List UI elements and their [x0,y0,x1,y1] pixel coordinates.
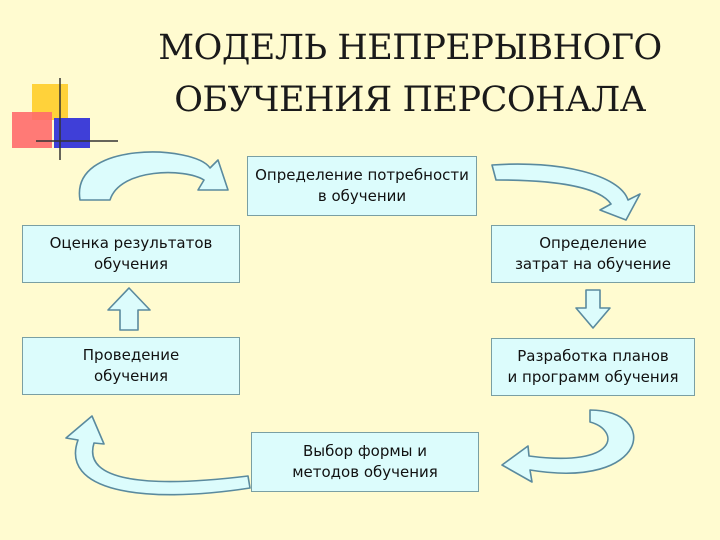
box-training-costs-line-2: затрат на обучение [514,255,672,273]
curved-arrow-bottom-right-icon [501,409,635,483]
down-arrow-icon [575,289,611,329]
box-conducting-training-line-2: обучения [94,367,168,385]
box-results-evaluation-line-2: обучения [94,255,168,273]
curved-arrow-bottom-left-icon [65,415,251,496]
box-training-form: Выбор формы и методов обучения [251,432,479,492]
curved-arrow-top-right-icon [491,163,641,221]
box-results-evaluation-line-1: Оценка результатов [49,234,213,252]
box-training-form-line-1: Выбор формы и [302,442,428,460]
box-results-evaluation: Оценка результатов обучения [22,225,240,283]
box-training-costs-line-1: Определение [539,234,647,252]
up-arrow-icon [107,287,151,331]
red-square [12,112,52,148]
box-training-plans-line-1: Разработка планов [517,347,669,365]
page-title: МОДЕЛЬ НЕПРЕРЫВНОГО ОБУЧЕНИЯ ПЕРСОНАЛА [110,22,710,126]
box-training-needs: Определение потребности в обучении [247,156,477,216]
title-line-1: МОДЕЛЬ НЕПРЕРЫВНОГО [158,28,662,68]
box-training-form-line-2: методов обучения [292,463,438,481]
box-conducting-training: Проведение обучения [22,337,240,395]
box-training-needs-line-1: Определение потребности [255,166,469,184]
box-training-costs: Определение затрат на обучение [491,225,695,283]
corner-decoration [12,78,118,160]
title-line-2: ОБУЧЕНИЯ ПЕРСОНАЛА [174,80,646,120]
box-training-plans: Разработка планов и программ обучения [491,338,695,396]
box-training-plans-line-2: и программ обучения [507,368,679,386]
box-training-needs-line-2: в обучении [317,187,407,205]
box-conducting-training-line-1: Проведение [82,346,180,364]
